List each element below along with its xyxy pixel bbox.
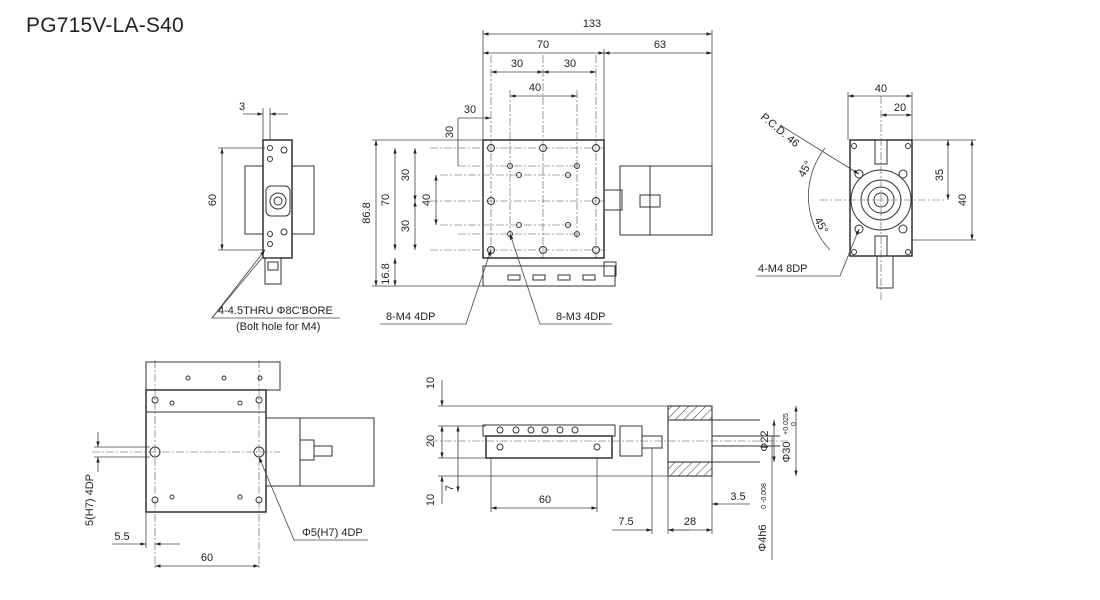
dim-3: 3 xyxy=(239,101,245,113)
dim-7: 7 xyxy=(444,485,456,491)
angle-45a: 45° xyxy=(796,159,815,179)
dim-5-h7: 5(H7) 4DP xyxy=(84,474,96,526)
side-stage-body xyxy=(485,435,613,459)
dim-133: 133 xyxy=(583,18,601,30)
dim-40-v: 40 xyxy=(421,194,433,206)
dim-7-5: 7.5 xyxy=(618,516,633,528)
dim-phi30: Φ30 xyxy=(781,441,793,462)
bottom-base-plate xyxy=(145,389,267,513)
dim-30b: 30 xyxy=(564,58,576,70)
callout-8-m3: 8-M3 4DP xyxy=(556,311,606,323)
dim-3-5: 3.5 xyxy=(730,491,745,503)
dim-phi4h6: Φ4h6 xyxy=(757,524,769,551)
dim-30-v: 30 xyxy=(444,126,456,138)
m4-holes xyxy=(487,144,600,254)
dim-60-side: 60 xyxy=(539,494,551,506)
dim-86-8: 86.8 xyxy=(361,202,373,223)
dim-70: 70 xyxy=(537,39,549,51)
dim-35-right: 35 xyxy=(934,169,946,181)
dim-60-bottom: 60 xyxy=(201,552,213,564)
callout-phi5: Φ5(H7) 4DP xyxy=(302,527,363,539)
motor-body xyxy=(649,165,713,236)
bottom-right-view: 10 20 10 7 60 3.5 7.5 28 Φ22 Φ30 +0.025 … xyxy=(425,377,798,560)
dim-10b: 10 xyxy=(425,494,437,506)
callout-8-m4: 8-M4 4DP xyxy=(386,311,436,323)
dim-phi30-tol-dn: 0 xyxy=(791,422,798,426)
bottom-left-view: 5(H7) 4DP 5.5 60 Φ5(H7) 4DP xyxy=(84,360,375,570)
callout-4-m4: 4-M4 8DP xyxy=(758,263,808,275)
stage-top-plate xyxy=(482,139,605,259)
pcd-label: P.C.D. 46 xyxy=(758,111,801,150)
dim-63: 63 xyxy=(654,39,666,51)
dim-30-left: 30 xyxy=(464,104,476,116)
top-view: 133 70 63 30 30 40 30 30 86.8 70 30 40 3… xyxy=(361,18,713,325)
callout-bolt-line2: (Bolt hole for M4) xyxy=(236,321,320,333)
dim-phi4h6-tol: 0 -0.008 xyxy=(761,483,768,509)
dim-10a: 10 xyxy=(425,377,437,389)
right-view: 40 20 35 40 P.C.D. 46 45° 45° 4-M4 8DP xyxy=(756,83,976,300)
dim-30-v3: 30 xyxy=(400,220,412,232)
left-view: 3 60 4-4.5THRU Φ8C'BORE (Bolt hole for M… xyxy=(207,101,340,333)
dim-phi30-tol-up: +0.025 xyxy=(783,413,790,435)
dim-70-v: 70 xyxy=(380,194,392,206)
dim-30-v2: 30 xyxy=(400,169,412,181)
dim-40: 40 xyxy=(529,82,541,94)
angle-45b: 45° xyxy=(811,216,830,236)
dim-5-5: 5.5 xyxy=(114,531,129,543)
dim-phi22: Φ22 xyxy=(759,430,771,451)
callout-bolt-line1: 4-4.5THRU Φ8C'BORE xyxy=(218,305,333,317)
dim-28: 28 xyxy=(684,516,696,528)
dim-30a: 30 xyxy=(511,58,523,70)
m3-holes xyxy=(507,163,580,237)
dim-40-right: 40 xyxy=(875,83,887,95)
dim-40-v-right: 40 xyxy=(957,194,969,206)
dim-16-8: 16.8 xyxy=(380,263,392,284)
dim-20-side: 20 xyxy=(425,435,437,447)
dim-20-right: 20 xyxy=(894,102,906,114)
motor-coupling xyxy=(619,165,651,236)
dim-60: 60 xyxy=(207,194,219,206)
drawing-title: PG715V-LA-S40 xyxy=(26,14,184,37)
